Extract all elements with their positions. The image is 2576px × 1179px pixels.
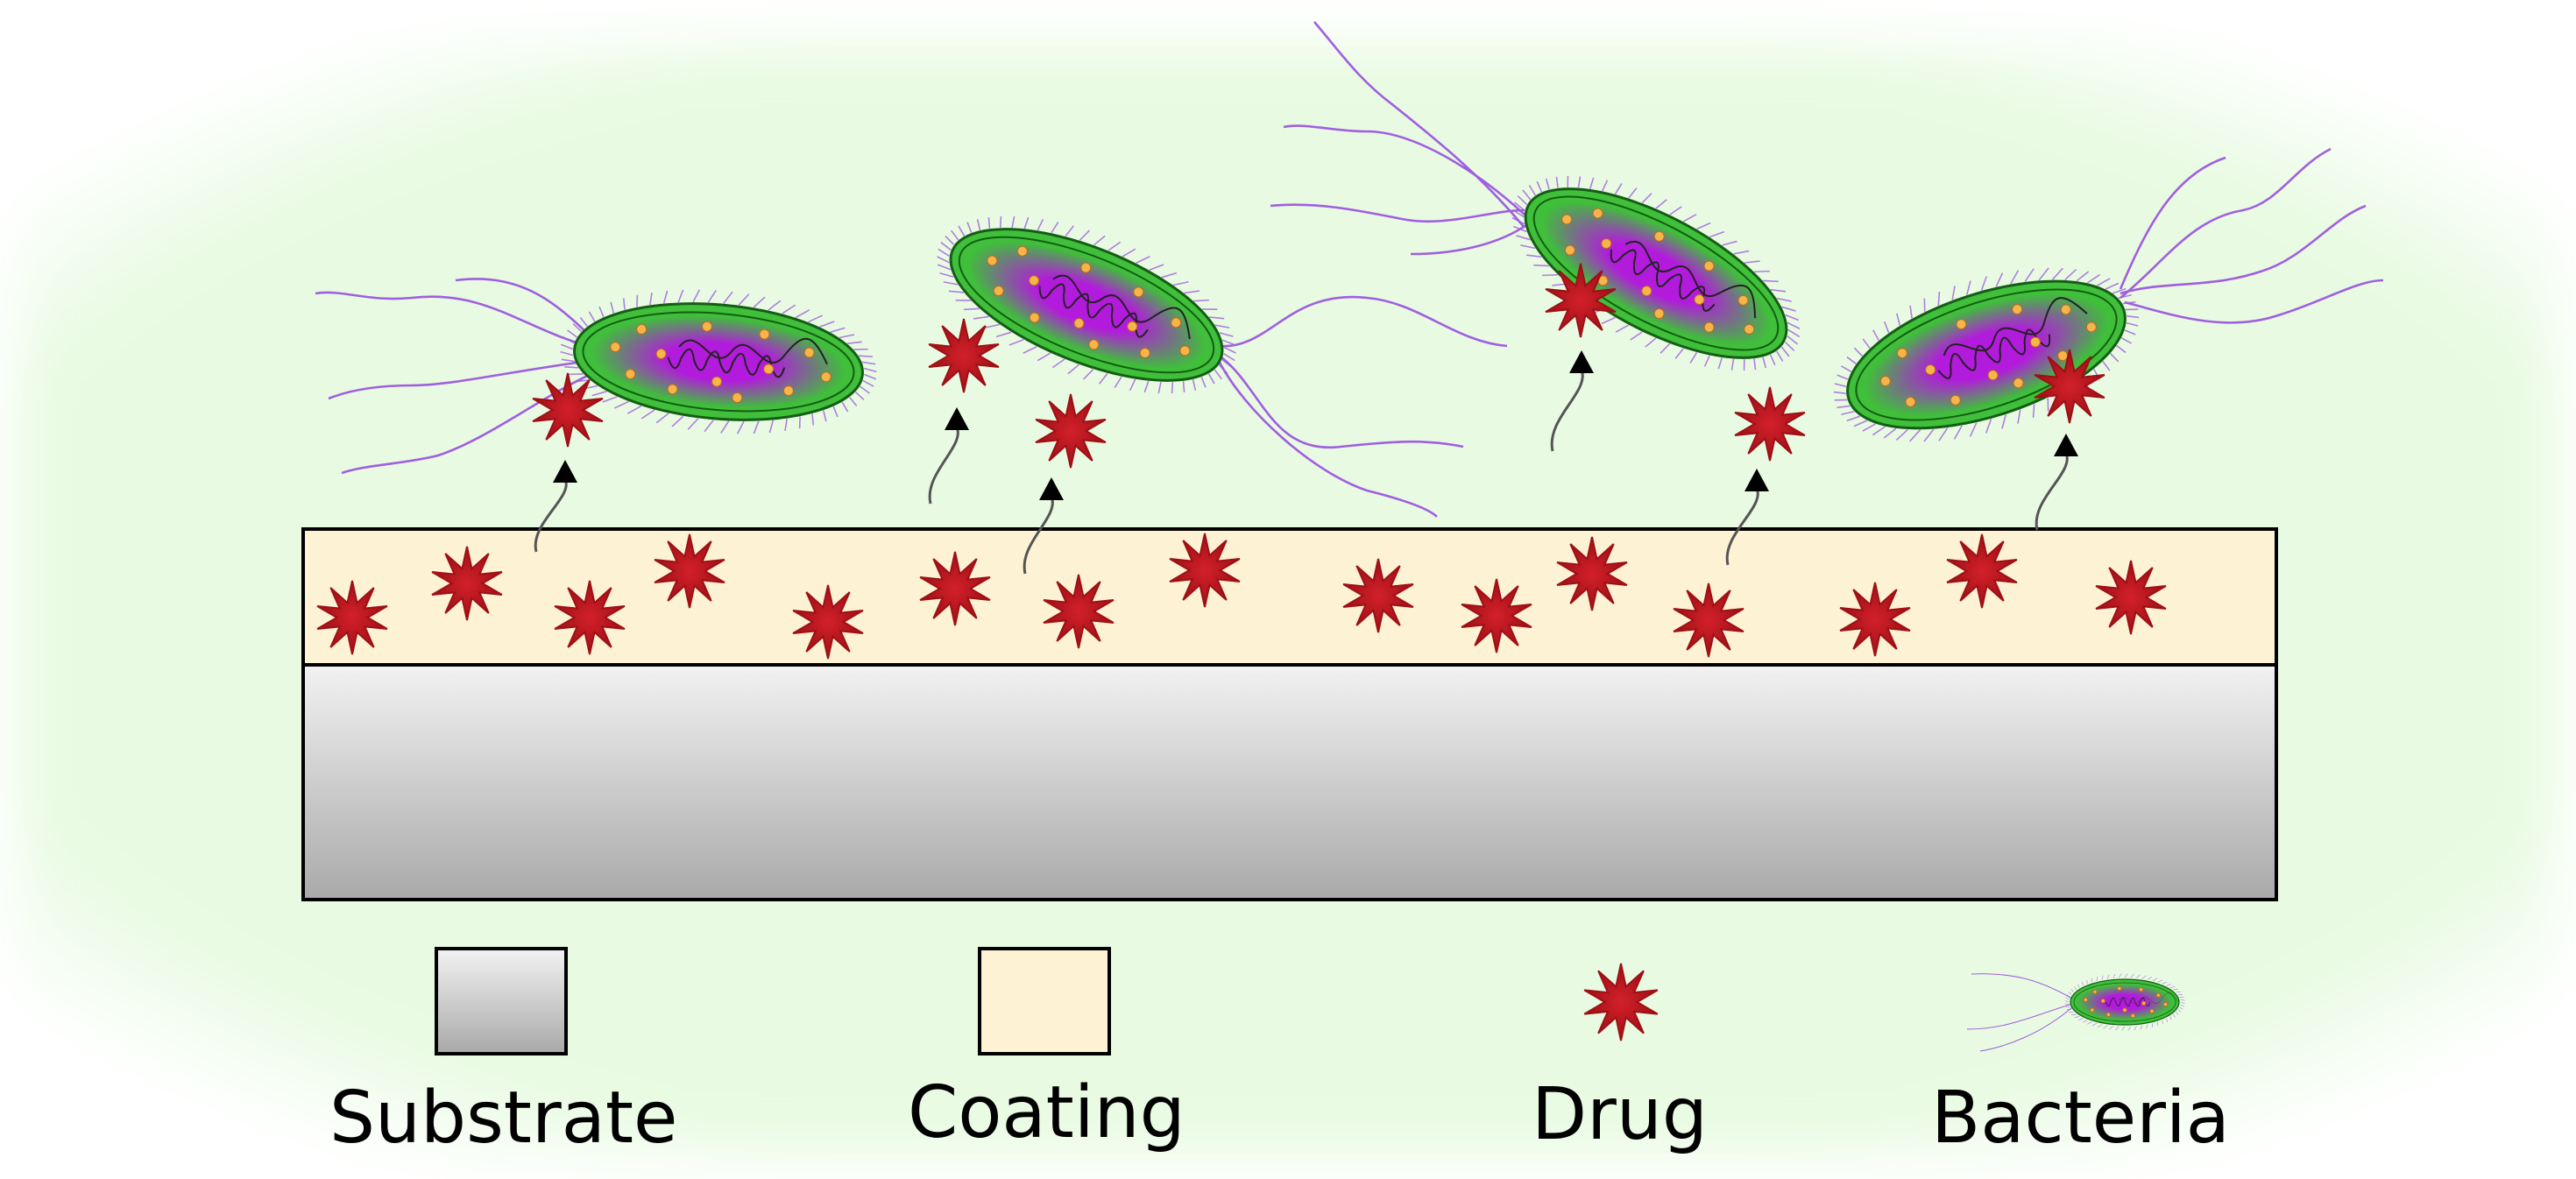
drug-icon	[1342, 558, 1414, 633]
coating-layer	[301, 527, 2278, 667]
release-arrow	[1023, 477, 1064, 575]
bacteria-icon	[1966, 973, 2185, 1052]
arrow-icon	[1039, 477, 1064, 500]
release-arrow	[928, 407, 969, 505]
bacterium	[1511, 175, 1801, 371]
legend-bacteria-label: Bacteria	[1931, 1077, 2230, 1160]
drug-icon	[1035, 393, 1107, 469]
release-arrow	[2035, 434, 2078, 531]
release-arrow	[534, 460, 577, 553]
release-arrow	[1725, 469, 1769, 566]
drug-icon	[1545, 263, 1617, 338]
arrow-icon	[945, 407, 969, 430]
legend	[435, 947, 2185, 1055]
flagella	[1966, 973, 2073, 1052]
drug-icon	[1839, 582, 1911, 657]
drug-icon	[1734, 386, 1806, 462]
coating-swatch-icon	[978, 947, 1111, 1055]
drug-icon	[1583, 963, 1659, 1041]
flagella-layer	[315, 21, 2384, 518]
drug-icon	[1043, 574, 1115, 649]
legend-drug-label: Drug	[1532, 1073, 1708, 1156]
bacterium	[2064, 973, 2185, 1031]
bacteria-layer	[560, 175, 2140, 442]
drug-icon	[431, 546, 503, 621]
drug-layer	[316, 263, 2167, 660]
drug-icon	[316, 580, 388, 655]
release-paths	[534, 350, 2078, 575]
flagella	[1216, 295, 1508, 518]
arrow-icon	[1744, 469, 1769, 491]
arrow-icon	[553, 460, 577, 483]
drug-icon	[1461, 578, 1532, 653]
substrate-layer	[301, 663, 2278, 901]
arrow-icon	[2054, 434, 2078, 456]
drug-icon	[1556, 536, 1628, 611]
drug-icon	[554, 580, 626, 655]
arrow-icon	[1569, 350, 1594, 373]
bacterium	[560, 289, 877, 434]
bacterium	[937, 215, 1236, 394]
drug-icon	[2095, 560, 2167, 635]
drug-icon	[1673, 582, 1744, 658]
release-arrow	[1550, 350, 1594, 452]
drug-icon	[1169, 533, 1241, 608]
drug-icon	[792, 584, 864, 660]
drug-icon	[1946, 533, 2018, 609]
drug-icon	[1583, 963, 1659, 1041]
drug-icon	[2034, 349, 2105, 424]
drug-icon	[919, 551, 991, 626]
flagella	[1270, 21, 1530, 256]
drug-icon	[532, 372, 604, 448]
legend-substrate-label: Substrate	[329, 1077, 678, 1160]
legend-coating-label: Coating	[908, 1071, 1185, 1154]
flagella	[2119, 147, 2384, 324]
substrate-swatch-icon	[435, 947, 568, 1055]
drug-icon	[654, 533, 725, 609]
drug-icon	[928, 318, 1000, 393]
